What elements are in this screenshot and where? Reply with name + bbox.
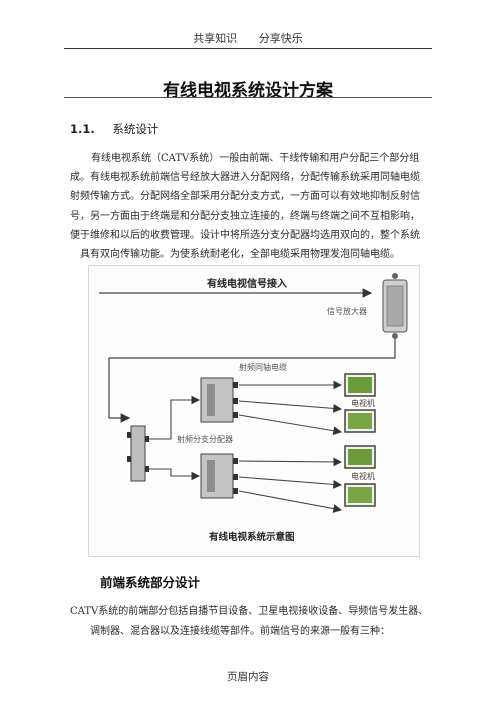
tv-feed-line [238, 457, 343, 467]
paragraph2-line: 调制器、混合器以及连接线缆等部件。前端信号的来源一般有三种： [90, 626, 390, 637]
signal-input-label: 有线电视信号接入 [207, 277, 287, 290]
page-header: 共享知识 分享快乐 [0, 30, 496, 46]
paragraph-line: 号，另一方面由于终端是和分配分支独立连接的，终端与终端之间不互相影响， [70, 210, 420, 222]
television-icon [344, 483, 376, 507]
signal-amplifier-icon [382, 273, 408, 339]
lower-tap-icon [200, 453, 238, 499]
splitter-label: 射频分支分配器 [177, 434, 233, 444]
tv-feed-line [238, 490, 343, 513]
subsection-heading: 前端系统部分设计 [100, 575, 201, 590]
paragraph-last-line: 具有双向传输功能。为使系统耐老化，全部电缆采用物理发泡同轴电缆。 [80, 249, 400, 260]
branch-line-lower [149, 468, 201, 481]
paragraph-line: 有线电视系统（CATV系统）一般由前端、干线传输和用户分配三个部分组 [91, 153, 420, 164]
catv-diagram-figure: 有线电视信号接入 信号放大器 射频同轴电缆 [88, 265, 420, 557]
main-splitter-icon [127, 425, 149, 482]
amplifier-label: 信号放大器 [327, 306, 367, 316]
tv-feed-line [238, 400, 343, 413]
title-underline [64, 97, 432, 98]
paragraph-line: 射频传输方式。分配网络全部采用分配分支方式，一方面可以有效地抑制反射信 [70, 191, 420, 203]
television-icon [344, 409, 376, 433]
section-number: 1.1. [70, 122, 95, 136]
paragraph2-line: CATV系统的前端部分包括自播节目设备、卫星电视接收设备、导频信号发生器、 [70, 606, 429, 617]
frontend-paragraph: CATV系统的前端部分包括自播节目设备、卫星电视接收设备、导频信号发生器、 调制… [70, 602, 430, 642]
upper-tap-icon [200, 377, 238, 423]
tv-feed-line [238, 414, 343, 436]
header-right-text: 分享快乐 [258, 32, 303, 45]
television-icon [344, 373, 376, 397]
tv-label: 电视机 [351, 398, 375, 408]
page-footer: 页眉内容 [227, 671, 269, 683]
feeder-cable-line [108, 339, 396, 423]
coax-cable-label: 射频同轴电缆 [239, 362, 287, 372]
section-title: 系统设计 [112, 122, 159, 136]
paragraph-line: 成。有线电视系统前端信号经放大器进入分配网络，分配传输系统采用同轴电缆 [70, 172, 420, 184]
header-left-text: 共享知识 [193, 32, 238, 45]
catv-diagram: 有线电视信号接入 信号放大器 射频同轴电缆 [99, 273, 408, 543]
television-icon [344, 445, 376, 469]
tv-label: 电视机 [351, 471, 375, 481]
paragraph-line: 便于维修和以后的收费管理。设计中将所选分支分配器均选用双向的，整个系统 [70, 229, 420, 241]
document-title: 有线电视系统设计方案 [163, 81, 333, 101]
section-heading: 1.1. 系统设计 [70, 121, 158, 137]
branch-line-upper [149, 395, 201, 440]
body-paragraph: 有线电视系统（CATV系统）一般由前端、干线传输和用户分配三个部分组 成。有线电… [70, 149, 430, 245]
tv-feed-line [238, 476, 343, 489]
header-rule [64, 48, 432, 49]
diagram-caption: 有线电视系统示意图 [209, 531, 295, 543]
